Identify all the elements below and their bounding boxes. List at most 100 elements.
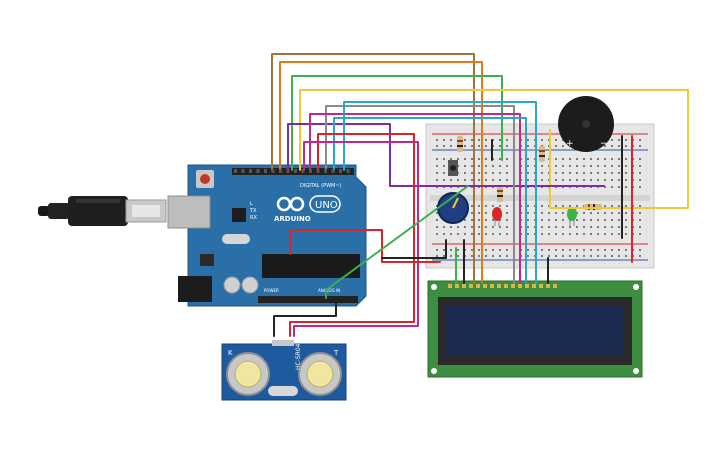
breadboard-hole — [506, 219, 508, 221]
lcd-pin — [553, 284, 557, 288]
breadboard-hole — [611, 165, 613, 167]
breadboard-hole — [618, 172, 620, 174]
wire-cyan-2 — [333, 117, 527, 284]
header-pin — [256, 169, 260, 173]
arduino-brand-text: ARDUINO — [274, 215, 311, 223]
voltage-regulator — [200, 254, 214, 266]
breadboard-hole — [485, 145, 487, 147]
breadboard-hole — [471, 255, 473, 257]
breadboard-hole — [611, 255, 613, 257]
breadboard-hole — [541, 212, 543, 214]
breadboard-hole — [499, 249, 501, 251]
piezo-buzzer: + − — [558, 96, 614, 152]
breadboard-hole — [569, 255, 571, 257]
breadboard-hole — [583, 179, 585, 181]
breadboard-hole — [639, 186, 641, 188]
wire-cyan-1 — [343, 101, 537, 284]
breadboard-hole — [499, 165, 501, 167]
lcd-pin-header — [448, 284, 557, 288]
breadboard-hole — [541, 179, 543, 181]
breadboard-hole — [527, 249, 529, 251]
breadboard-hole — [555, 139, 557, 141]
breadboard-hole — [436, 226, 438, 228]
breadboard-hole — [625, 165, 627, 167]
breadboard-hole — [576, 249, 578, 251]
header-pin — [241, 169, 245, 173]
breadboard-hole — [548, 249, 550, 251]
rx-label: RX — [250, 215, 257, 221]
breadboard-hole — [618, 233, 620, 235]
breadboard-hole — [485, 212, 487, 214]
breadboard-hole — [625, 139, 627, 141]
breadboard-hole — [506, 158, 508, 160]
breadboard-hole — [569, 233, 571, 235]
breadboard-hole — [436, 158, 438, 160]
breadboard-hole — [485, 139, 487, 141]
header-pins — [234, 169, 350, 173]
breadboard-hole — [450, 226, 452, 228]
breadboard-hole — [506, 172, 508, 174]
header-pin — [264, 169, 267, 173]
breadboard-hole — [618, 219, 620, 221]
breadboard-hole — [639, 212, 641, 214]
breadboard-hole — [611, 179, 613, 181]
breadboard-hole — [583, 249, 585, 251]
breadboard-hole — [492, 249, 494, 251]
breadboard-hole — [625, 249, 627, 251]
breadboard-hole — [604, 186, 606, 188]
breadboard-hole — [618, 158, 620, 160]
breadboard-hole — [639, 249, 641, 251]
wire-red-2 — [289, 229, 441, 263]
breadboard-hole — [485, 179, 487, 181]
breadboard-hole — [485, 172, 487, 174]
breadboard-hole — [611, 233, 613, 235]
breadboard-hole — [548, 212, 550, 214]
breadboard-hole — [576, 165, 578, 167]
breadboard-hole — [506, 255, 508, 257]
breadboard-hole — [492, 226, 494, 228]
breadboard-hole — [492, 172, 494, 174]
breadboard-hole — [576, 233, 578, 235]
breadboard-hole — [443, 179, 445, 181]
header-pin — [316, 169, 320, 173]
breadboard-hole — [478, 255, 480, 257]
breadboard-hole — [436, 139, 438, 141]
breadboard-hole — [562, 233, 564, 235]
breadboard-hole — [541, 233, 543, 235]
breadboard-hole — [576, 205, 578, 207]
breadboard-hole — [506, 179, 508, 181]
breadboard-hole — [597, 179, 599, 181]
breadboard-hole — [506, 212, 508, 214]
green-led — [567, 207, 577, 226]
header-pin — [279, 169, 282, 173]
breadboard-hole — [569, 172, 571, 174]
breadboard-hole — [618, 145, 620, 147]
ultrasonic-sensor: HC-SR04 K T — [221, 340, 347, 401]
breadboard-hole — [625, 219, 627, 221]
breadboard-hole — [611, 212, 613, 214]
analog-in-label: ANALOG IN — [318, 288, 340, 293]
breadboard-hole — [471, 219, 473, 221]
wire-orange — [279, 61, 483, 284]
breadboard-hole — [471, 165, 473, 167]
breadboard-hole — [457, 179, 459, 181]
breadboard-hole — [499, 179, 501, 181]
breadboard-hole — [464, 139, 466, 141]
breadboard-hole — [471, 226, 473, 228]
breadboard-hole — [436, 172, 438, 174]
breadboard-hole — [436, 179, 438, 181]
breadboard-hole — [471, 233, 473, 235]
breadboard-hole — [548, 219, 550, 221]
breadboard-hole — [604, 205, 606, 207]
header-pin — [339, 169, 342, 173]
breadboard-hole — [562, 226, 564, 228]
breadboard-hole — [583, 219, 585, 221]
breadboard-hole — [555, 158, 557, 160]
breadboard-hole — [555, 219, 557, 221]
breadboard-hole — [555, 249, 557, 251]
breadboard-hole — [450, 249, 452, 251]
breadboard-hole — [604, 226, 606, 228]
breadboard-hole — [618, 186, 620, 188]
breadboard-hole — [506, 249, 508, 251]
breadboard-hole — [639, 226, 641, 228]
